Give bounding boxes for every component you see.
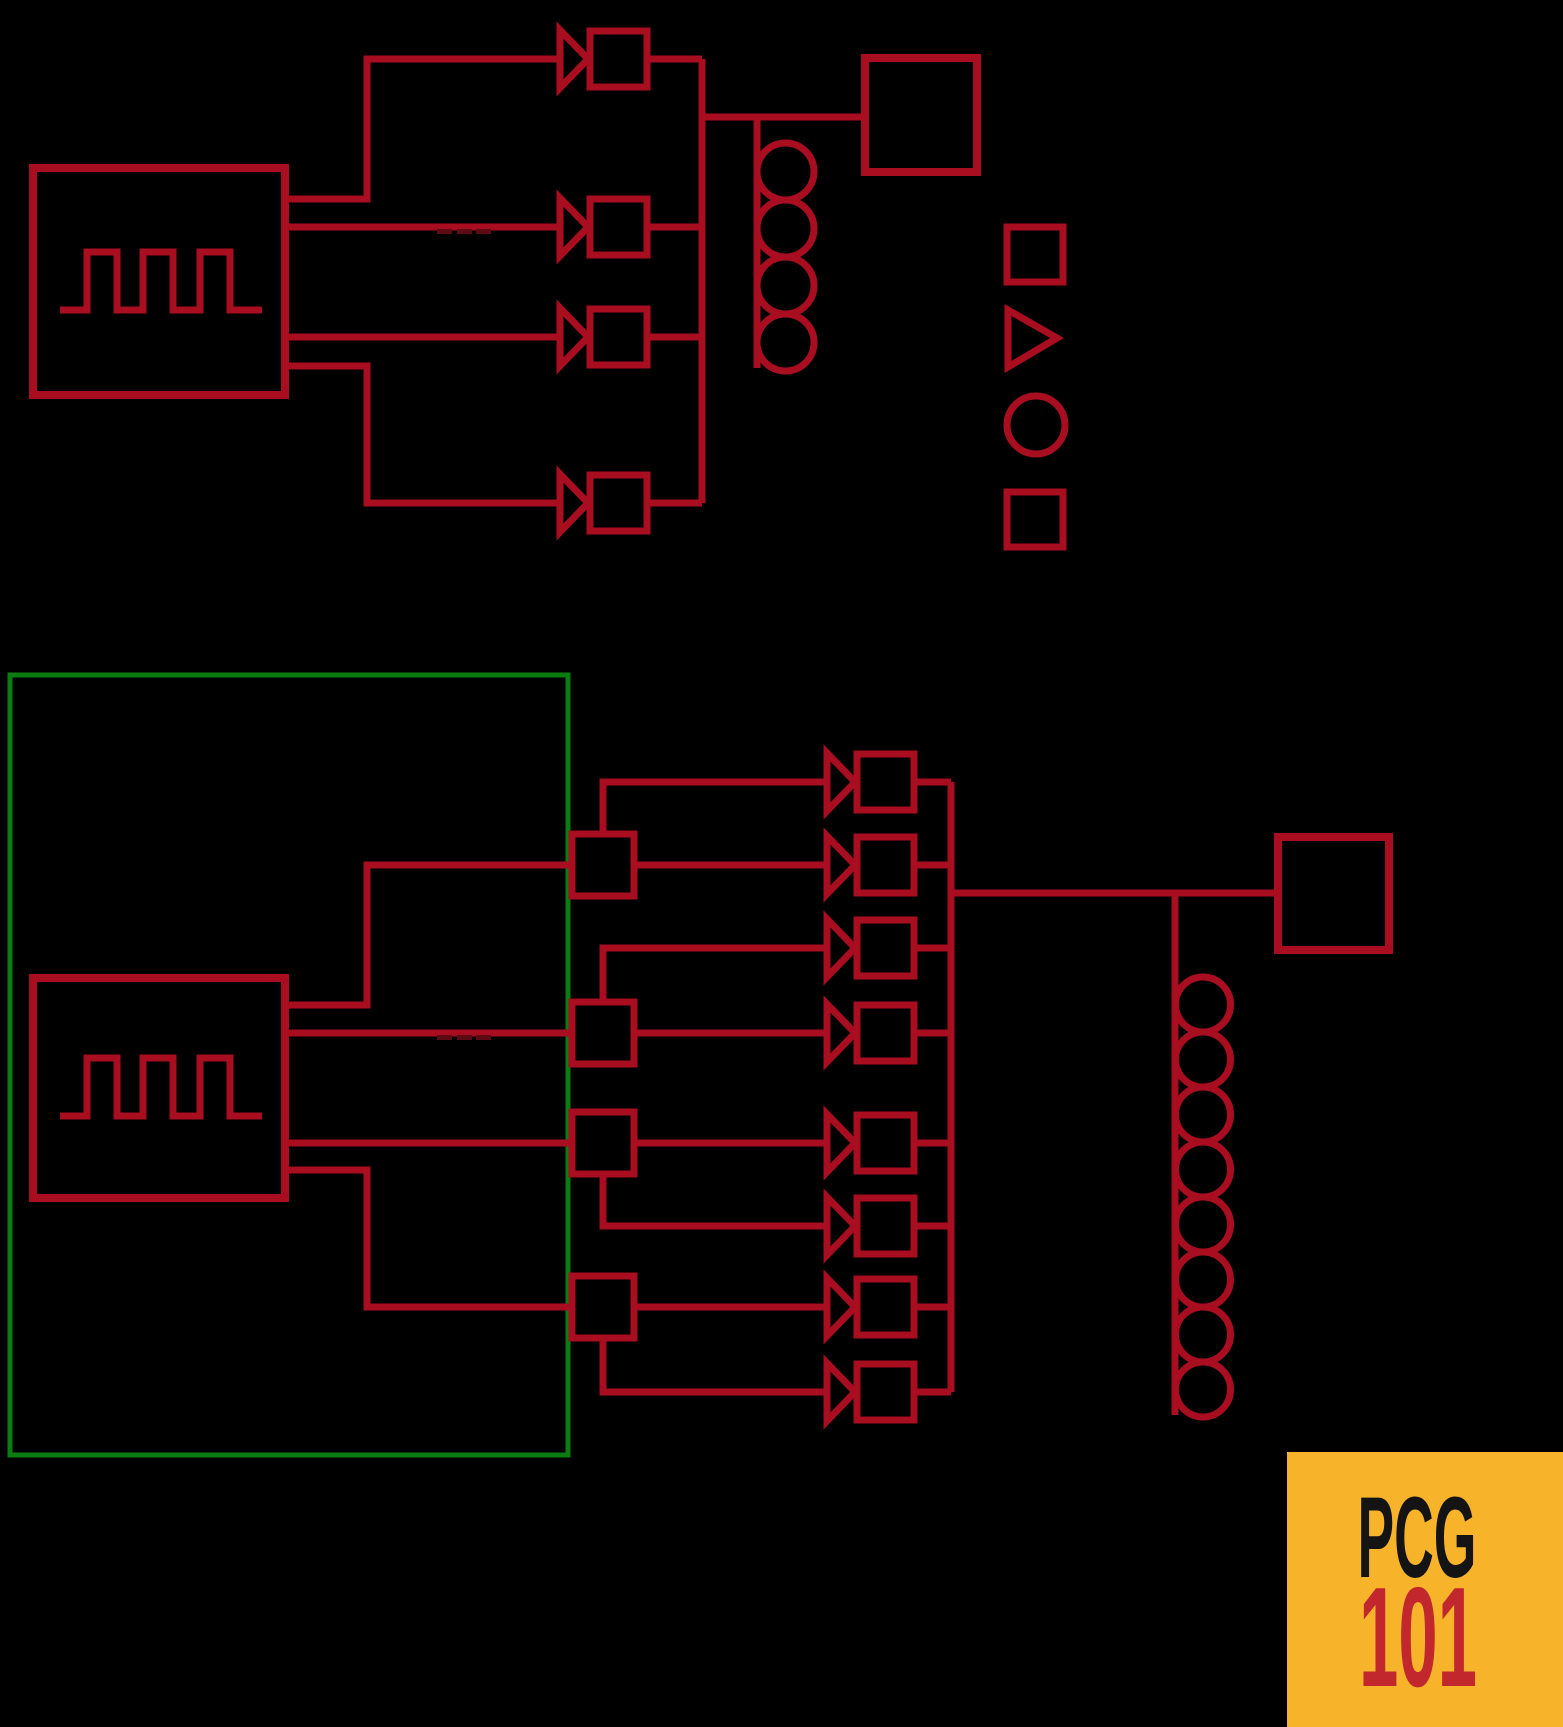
legend-circle: [1003, 392, 1069, 458]
diode4-triangle: [556, 465, 593, 541]
diode7-triangle: [823, 910, 860, 986]
port3-square: [568, 1108, 638, 1178]
legend-square-bottom: [1003, 488, 1067, 551]
diode10-triangle: [823, 1188, 860, 1264]
ellipsis2-dash: [476, 1035, 491, 1040]
diode8-box: [853, 1001, 918, 1065]
ellipsis1-dash: [476, 229, 491, 234]
diode1-box: [586, 27, 651, 91]
diode3-box: [586, 305, 651, 369]
gen2-pin1-wire: [285, 861, 572, 1009]
port4-square: [568, 1272, 638, 1342]
diode2-triangle: [556, 189, 593, 265]
output2-box: [1274, 833, 1393, 954]
diode9-triangle: [823, 1105, 860, 1181]
diode5-box: [853, 750, 918, 814]
gen2-pin4-wire: [285, 1166, 572, 1311]
port2-square: [568, 998, 638, 1068]
ellipsis1-dash: [457, 229, 472, 234]
diode12-box: [853, 1360, 918, 1424]
diode4-box: [586, 471, 651, 535]
generator1-pulse-wave: [60, 248, 262, 314]
diode2-box: [586, 195, 651, 259]
generator2-pulse-wave: [60, 1054, 262, 1120]
coil2-loop: [1172, 1248, 1234, 1311]
coil1-loop: [753, 139, 818, 204]
port4-branch-wire: [599, 1338, 827, 1396]
diode6-triangle: [823, 827, 860, 903]
coil2-loop: [1172, 1303, 1234, 1366]
ellipsis2-dash: [457, 1035, 472, 1040]
gen1-pin1-wire: [285, 55, 559, 203]
port2-branch-wire: [599, 944, 827, 1002]
diode5-triangle: [823, 744, 860, 820]
coil1-loop: [753, 196, 818, 261]
logo-line1: PCG: [1358, 1474, 1477, 1602]
output1-box: [861, 54, 981, 176]
coil2-loop: [1172, 1028, 1234, 1091]
diode1-triangle: [556, 21, 593, 97]
coil2-loop: [1172, 1358, 1234, 1421]
coil2-loop: [1172, 1138, 1234, 1201]
pcg101-logo: PCG 101: [1287, 1452, 1563, 1727]
port3-branch-wire: [599, 1174, 827, 1230]
diode12-triangle: [823, 1354, 860, 1430]
diode7-box: [853, 916, 918, 980]
logo-background: [1287, 1452, 1563, 1727]
port1-square: [568, 830, 638, 900]
coil1-loop: [753, 310, 818, 375]
diode3-triangle: [556, 299, 593, 375]
ellipsis1-dash: [437, 229, 452, 234]
diode11-box: [853, 1275, 918, 1339]
coil2-loop: [1172, 973, 1234, 1036]
legend-square-top: [1003, 223, 1067, 286]
generator1-box: [29, 164, 289, 399]
module-boundary: [7, 672, 571, 1458]
ellipsis2-dash: [437, 1035, 452, 1040]
schematic-shapes: [7, 21, 1393, 1458]
coil2-loop: [1172, 1083, 1234, 1146]
gen1-pin4-wire: [285, 362, 559, 507]
diode11-triangle: [823, 1269, 860, 1345]
coil2-loop: [1172, 1193, 1234, 1256]
diode10-box: [853, 1194, 918, 1258]
diode9-box: [853, 1111, 918, 1175]
diode6-box: [853, 833, 918, 897]
diode8-triangle: [823, 995, 860, 1071]
coil1-loop: [753, 253, 818, 318]
logo-line2: 101: [1359, 1558, 1477, 1717]
generator2-box: [29, 974, 289, 1202]
port1-branch-wire: [599, 778, 827, 834]
legend-triangle: [1004, 303, 1064, 374]
